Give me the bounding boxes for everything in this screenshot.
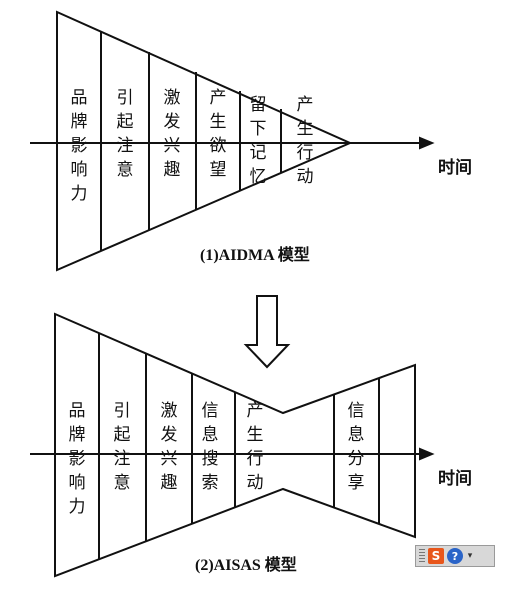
aidma-stage-label: 留下记忆 [250,95,267,187]
aidma-stage-label: 产生行动 [297,95,314,187]
aisas-axis-label: 时间 [438,468,472,489]
aidma-axis-label: 时间 [438,157,472,178]
ime-toolbar[interactable]: S ? ▾ [415,545,495,567]
aidma-stage-labels: 品牌影响力 引起注意 激发兴趣 产生欲望 留下记忆 产生行动 [71,88,314,204]
aidma-axis-arrowhead [419,136,435,150]
aisas-stage-label: 信息搜索 [202,401,219,493]
aisas-stage-labels: 品牌影响力 引起注意 激发兴趣 信息搜索 产生行动 信息分享 [69,401,365,517]
aidma-funnel [30,10,435,272]
chevron-down-icon[interactable]: ▾ [467,550,473,561]
aisas-stage-label: 品牌影响力 [69,401,86,517]
aidma-funnel-outline [56,10,353,272]
aisas-axis-arrowhead [419,447,435,461]
aisas-bowtie [30,312,435,578]
aidma-stage-label: 激发兴趣 [164,88,181,180]
aisas-bowtie-outline [54,312,416,578]
aisas-stage-label: 信息分享 [348,401,365,493]
aisas-stage-label: 激发兴趣 [161,401,178,493]
help-icon[interactable]: ? [447,548,463,564]
aidma-stage-label: 产生欲望 [210,88,227,180]
aidma-stage-label: 品牌影响力 [71,88,88,204]
aidma-caption: (1)AIDMA 模型 [200,245,310,264]
sogou-logo-icon[interactable]: S [428,548,444,564]
drag-handle-icon[interactable] [419,549,425,563]
aidma-stage-label: 引起注意 [117,88,134,180]
aisas-caption: (2)AISAS 模型 [195,555,297,574]
transition-down-arrow [243,295,291,369]
aisas-stage-label: 引起注意 [114,401,131,493]
aisas-stage-label: 产生行动 [247,401,264,493]
